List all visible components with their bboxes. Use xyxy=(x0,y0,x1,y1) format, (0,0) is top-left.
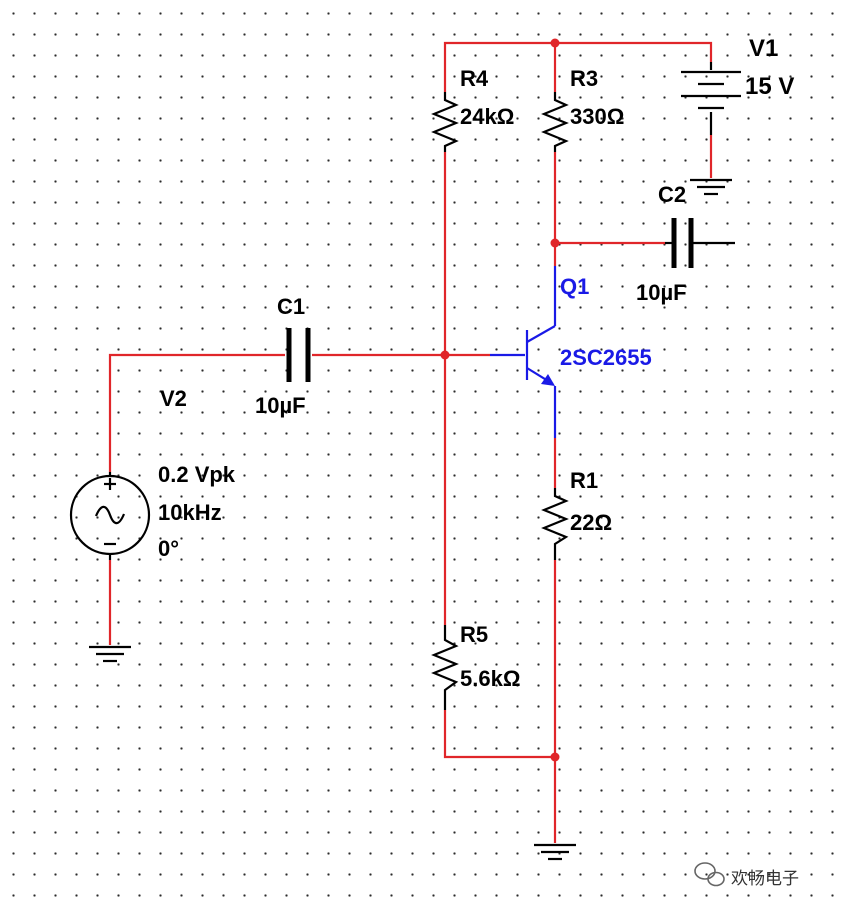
wires xyxy=(108,41,713,843)
r1-value-label: 22Ω xyxy=(570,510,612,535)
ground-v1-symbol xyxy=(690,178,732,196)
watermark-text: 欢畅电子 xyxy=(731,869,799,889)
transistor-q1-symbol xyxy=(490,243,557,438)
resistor-r3-symbol xyxy=(541,92,569,152)
r4-value-label: 24kΩ xyxy=(460,104,514,129)
r5-ref-label: R5 xyxy=(460,622,488,647)
r3-ref-label: R3 xyxy=(570,66,598,91)
v2-ref-label: V2 xyxy=(160,386,187,411)
q1-ref-label: Q1 xyxy=(560,274,589,299)
resistor-r4-symbol xyxy=(431,92,459,152)
v1-ref-label: V1 xyxy=(749,35,778,62)
battery-v1-symbol xyxy=(681,62,741,135)
ground-v2-symbol xyxy=(89,645,131,663)
wechat-icon xyxy=(694,862,725,887)
junction-dot xyxy=(550,38,560,48)
r1-ref-label: R1 xyxy=(570,468,598,493)
v2-amplitude-label: 0.2 Vpk xyxy=(158,462,236,487)
v2-frequency-label: 10kHz xyxy=(158,500,222,525)
c2-value-label: 10µF xyxy=(636,280,687,305)
ac-source-v2-symbol xyxy=(69,472,151,560)
capacitor-c2-symbol xyxy=(665,218,735,268)
resistor-r5-symbol xyxy=(431,625,459,710)
r4-ref-label: R4 xyxy=(460,66,489,91)
resistor-r1-symbol xyxy=(541,488,569,560)
junction-dot xyxy=(440,350,450,360)
wire-r5-to-ground-node xyxy=(443,710,555,759)
c2-ref-label: C2 xyxy=(658,182,686,207)
wire-v2-to-c1 xyxy=(108,353,285,472)
junction-dot xyxy=(550,752,560,762)
c1-ref-label: C1 xyxy=(277,294,305,319)
v2-phase-label: 0° xyxy=(158,536,179,561)
capacitor-c1-symbol xyxy=(286,328,311,382)
junctions xyxy=(440,38,560,762)
q1-model-label: 2SC2655 xyxy=(560,345,652,370)
wire-top-rail xyxy=(443,41,713,92)
c1-value-label: 10µF xyxy=(255,393,306,418)
ground-main-symbol xyxy=(534,843,576,861)
r5-value-label: 5.6kΩ xyxy=(460,666,520,691)
r3-value-label: 330Ω xyxy=(570,104,624,129)
watermark: 欢畅电子 xyxy=(694,862,799,889)
v1-value-label: 15 V xyxy=(745,73,794,100)
